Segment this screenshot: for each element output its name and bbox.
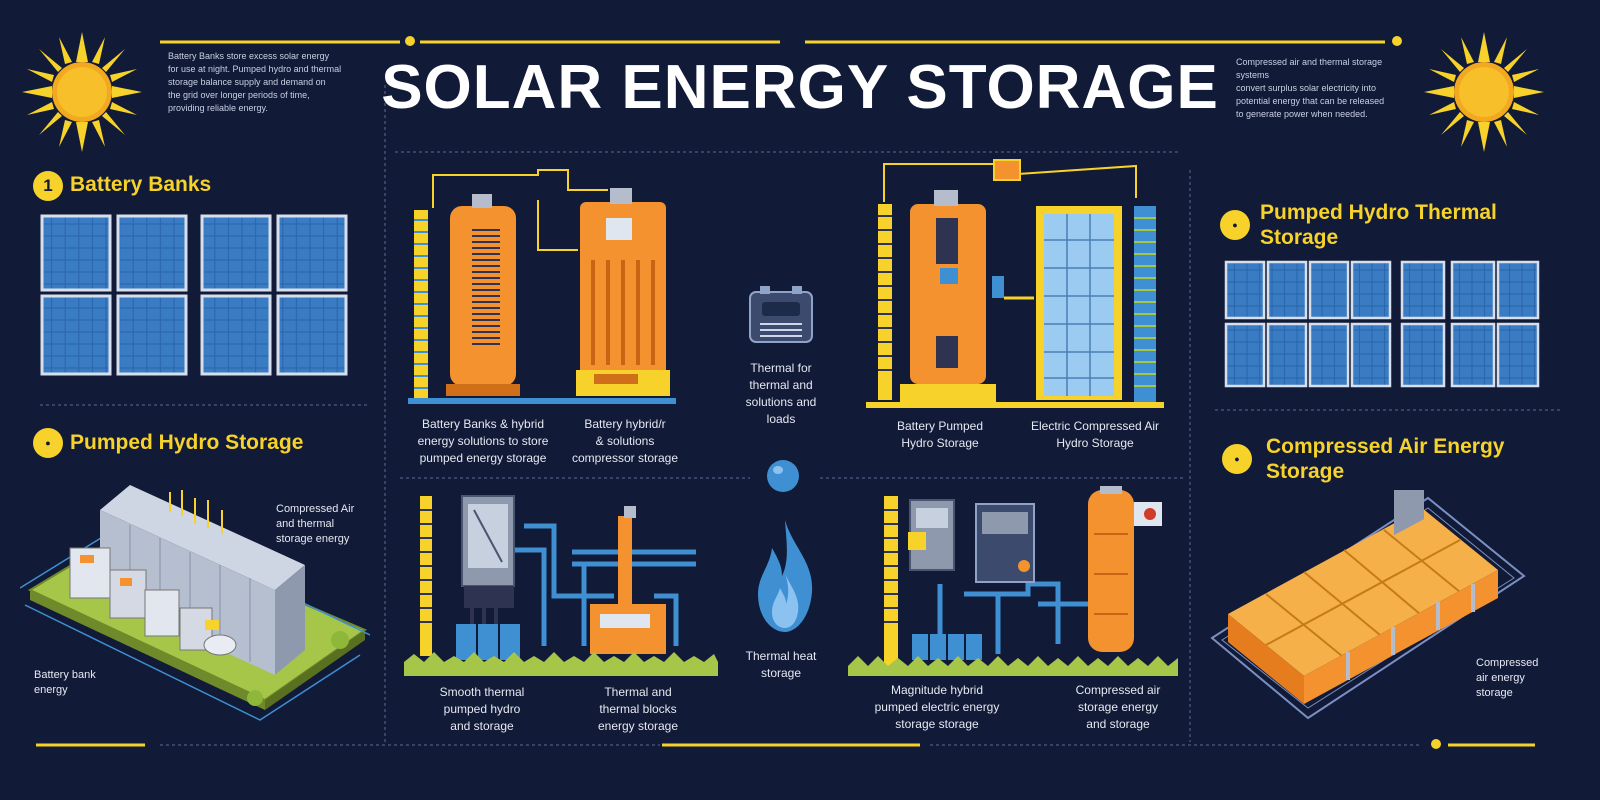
intro-right-line: convert surplus solar electricity into — [1236, 83, 1377, 93]
page-title: SOLAR ENERGY STORAGE — [381, 53, 1219, 122]
compressed-air-container-illustration — [1210, 490, 1526, 720]
upper-right-caption-2: Electric Compressed Air Hydro Storage — [1020, 418, 1170, 452]
intro-left-line: Battery Banks store excess solar energy — [168, 51, 330, 61]
caption-line: compressor storage — [571, 451, 679, 465]
caption-line: Electric Compressed Air — [1030, 419, 1160, 433]
middle-note-bottom: Thermal heat storage — [722, 648, 840, 682]
title-line: Storage — [1266, 460, 1345, 483]
note-line: Thermal for — [750, 361, 812, 375]
caption-line: Hydro Storage — [1056, 436, 1134, 450]
pumped-hydro-callout: Compressed Air and thermal storage energ… — [276, 502, 366, 547]
title-line: Compressed Air Energy — [1266, 435, 1505, 458]
battery-banks-title: Battery Banks — [70, 173, 212, 196]
lower-right-caption-2: Compressed air storage energy and storag… — [1050, 682, 1186, 733]
pumped-hydro-title: Pumped Hydro Storage — [70, 431, 304, 454]
upper-left-caption-1: Battery Banks & hybrid energy solutions … — [410, 416, 556, 467]
intro-right-line: to generate power when needed. — [1236, 109, 1368, 119]
upper-left-caption-2: Battery hybrid/r & solutions compressor … — [565, 416, 685, 467]
caption-line: storage — [1476, 687, 1513, 699]
sun-icon — [1424, 32, 1544, 152]
battery-icon — [749, 286, 813, 343]
caption-line: Magnitude hybrid — [890, 683, 984, 697]
caption-line: Compressed air — [1075, 683, 1161, 697]
lower-left-caption-2: Thermal and thermal blocks energy storag… — [578, 684, 698, 735]
caption-line: thermal blocks — [599, 702, 677, 716]
callout-line: and thermal — [276, 518, 335, 530]
section-icon-badge: ● — [1222, 444, 1252, 474]
caption-line: & solutions — [595, 434, 655, 448]
note-line: solutions and — [745, 395, 817, 409]
lower-left-caption-1: Smooth thermal pumped hydro and storage — [412, 684, 552, 735]
caption-line: air energy — [1476, 672, 1525, 684]
compressed-air-tower-diagram — [848, 486, 1178, 676]
caption-line: Smooth thermal — [439, 685, 525, 699]
section-number-badge: 1 — [33, 171, 63, 201]
sun-icon — [22, 32, 142, 152]
intro-left: Battery Banks store excess solar energy … — [168, 50, 358, 115]
caption-line: and storage — [1086, 717, 1150, 731]
battery-bank-tanks-diagram — [408, 169, 676, 404]
note-line: Thermal heat — [745, 649, 817, 663]
caption-line: pumped electric energy — [874, 700, 1000, 714]
section-icon-badge: ● — [33, 428, 63, 458]
caption-line: storage storage — [895, 717, 979, 731]
note-line: thermal and — [749, 378, 813, 392]
caption-line: pumped energy storage — [419, 451, 547, 465]
caption-line: Battery Pumped — [896, 419, 984, 433]
intro-left-line: storage balance supply and demand on — [168, 77, 326, 87]
middle-note: Thermal for thermal and solutions and lo… — [722, 360, 840, 428]
pumped-hydro-caption: Battery bank energy — [34, 668, 124, 698]
caption-line: energy — [34, 684, 68, 696]
title-line: Pumped Hydro Thermal — [1260, 201, 1497, 224]
section-icon-badge: ● — [1220, 210, 1250, 240]
caption-line: storage energy — [1077, 700, 1159, 714]
solar-panel-array-left — [40, 214, 348, 376]
note-line: storage — [760, 666, 802, 680]
intro-right-line: potential energy that can be released — [1236, 96, 1385, 106]
flame-icon — [758, 520, 813, 632]
caption-line: Hydro Storage — [901, 436, 979, 450]
note-line: loads — [766, 412, 796, 426]
title-line: Storage — [1260, 226, 1339, 249]
water-drop-icon — [767, 460, 799, 492]
pumped-hydro-tank-diagram — [866, 159, 1164, 408]
lower-right-caption-1: Magnitude hybrid pumped electric energy … — [862, 682, 1012, 733]
solar-panel-array-right — [1224, 260, 1540, 388]
intro-left-line: providing reliable energy. — [168, 103, 268, 113]
caption-line: Compressed — [1476, 657, 1539, 669]
intro-left-line: for use at night. Pumped hydro and therm… — [168, 64, 342, 74]
caption-line: Battery Banks & hybrid — [421, 417, 545, 431]
upper-right-caption-1: Battery Pumped Hydro Storage — [880, 418, 1000, 452]
intro-right: Compressed air and thermal storage syste… — [1236, 56, 1416, 121]
caption-line: Thermal and — [604, 685, 672, 699]
caption-line: Battery hybrid/r — [584, 417, 666, 431]
callout-line: storage energy — [276, 533, 350, 545]
callout-line: Compressed Air — [276, 503, 355, 515]
caption-line: Battery bank — [34, 669, 96, 681]
thermal-storage-pipes-diagram — [404, 495, 718, 676]
intro-right-line: Compressed air and thermal storage syste… — [1236, 57, 1383, 80]
compressed-air-caption: Compressed air energy storage — [1476, 656, 1566, 701]
caption-line: and storage — [450, 719, 514, 733]
pumped-hydro-building-illustration — [20, 485, 370, 721]
caption-line: pumped hydro — [443, 702, 521, 716]
pumped-hydro-thermal-title: Pumped Hydro Thermal Storage — [1260, 200, 1497, 250]
caption-line: energy storage — [597, 719, 679, 733]
intro-left-line: the grid over longer periods of time, — [168, 90, 310, 100]
caption-line: energy solutions to store — [417, 434, 549, 448]
compressed-air-title: Compressed Air Energy Storage — [1266, 434, 1504, 484]
